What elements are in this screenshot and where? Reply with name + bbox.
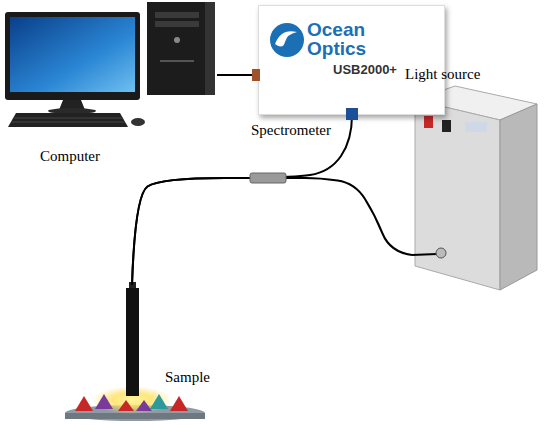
sample-illustration [65,282,205,421]
computer-node: Computer [5,5,217,125]
brand-logo: Ocean Optics [307,20,379,58]
device-label: Light source [405,65,480,83]
usb-port [252,69,260,81]
computer-illustration [5,2,215,127]
optical-fiber [132,178,412,285]
device-label: Sample [165,368,210,386]
fiber-port [346,108,358,120]
sample-node: Sample [65,285,205,420]
device-label: Spectrometer [251,121,331,139]
light-source-node: Light source [412,85,537,290]
device-label: Computer [40,147,100,165]
optical-fiber [132,115,352,285]
fiber-splitter [250,173,286,183]
spectrometer-node: Ocean OpticsUSB2000+Spectrometer [258,5,445,115]
logo-swirl [267,20,307,60]
light-source-illustration [412,86,537,290]
usb-cable [217,74,258,76]
model-name: USB2000+ [333,61,397,79]
